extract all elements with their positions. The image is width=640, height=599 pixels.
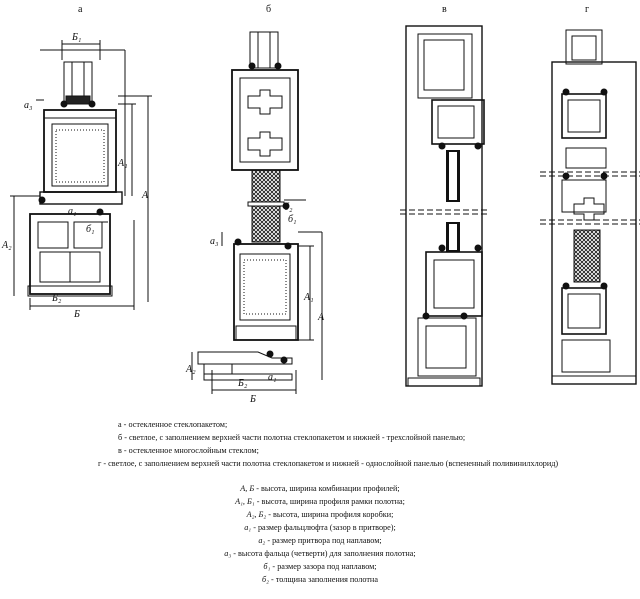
section-v (400, 25, 490, 387)
panel-label-b: б (266, 4, 272, 15)
panel-label-v: в (442, 4, 447, 15)
legend-item-b: б - светлое, с заполнением верхней части… (118, 433, 466, 442)
dim-label-smallb2-b: б₂ (284, 202, 293, 213)
legend-def-0: А, Б - высота, ширина комбинации профиле… (240, 484, 400, 493)
dim-label-smallb1-a: б₁ (86, 224, 95, 235)
legend-def-7: б₂ - толщина заполнения полотна (262, 575, 378, 584)
panel-label-a: а (78, 4, 83, 15)
dim-label-a2-b: А₂ (185, 364, 196, 375)
dim-label-a3-b: а₃ (210, 236, 219, 247)
legend-def-3: а₁ - размер фальцлюфта (зазор в притворе… (244, 523, 396, 532)
dim-label-b-a: Б (73, 309, 80, 320)
dim-label-smallb1-b: б₁ (288, 214, 297, 225)
dim-label-a1gap-a: а₁ (68, 206, 76, 217)
section-a (10, 40, 152, 310)
dim-label-a1-a: А₁ (117, 158, 128, 169)
profile-sections-figure: а б в г (1, 4, 640, 405)
panel-label-g: г (585, 4, 590, 15)
legend-def-1: А₁, Б₁ - высота, ширина профиля рамки по… (235, 497, 405, 506)
dim-label-a-b: А (317, 312, 325, 323)
section-g (540, 29, 640, 385)
dim-label-b2-b: Б₂ (237, 378, 248, 389)
section-b (191, 31, 323, 394)
legend-def-6: б₁ - размер зазора под наплавом; (263, 562, 377, 571)
legend-def-5: а₃ - высота фальца (четверти) для заполн… (224, 549, 416, 558)
dim-label-a1gap-b: а₁ (268, 372, 276, 383)
dim-label-a3-a: а₃ (24, 100, 33, 111)
dim-label-b1-a: Б₁ (71, 32, 81, 43)
legend-item-a: а - остекленное стеклопакетом; (118, 420, 228, 429)
dim-label-a2-a: А₂ (1, 240, 12, 251)
dim-label-b2-a: Б₂ (51, 293, 62, 304)
legend-def-4: а₂ - размер притвора под наплавом; (258, 536, 382, 545)
legend-item-v: в - остекленное многослойным стеклом; (118, 446, 259, 455)
dim-label-a-a: А (141, 190, 149, 201)
dim-label-a1-b: А₁ (303, 292, 314, 303)
legend-def-2: А₂, Б₂ - высота, ширина профиля коробки; (246, 510, 394, 519)
dim-label-b-b: Б (249, 394, 256, 405)
sections-drawing: Б₁ а₃ А₁ А а₁ А₂ б₁ Б₂ Б б₂ б₁ а₃ А₁ А А… (1, 25, 640, 405)
legend-item-g: г - светлое, с заполнением верхней части… (98, 459, 559, 468)
